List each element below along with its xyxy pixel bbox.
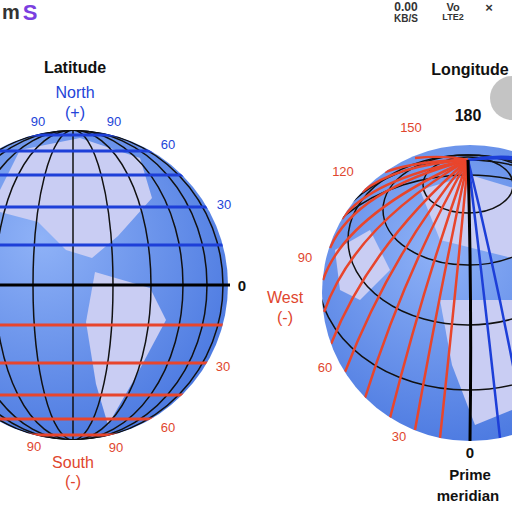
overlay-icon bbox=[490, 76, 512, 120]
degree-label: 90 bbox=[107, 115, 121, 129]
status-text: KB/S bbox=[394, 13, 418, 24]
app-icon: S bbox=[23, 1, 38, 25]
degree-label: 120 bbox=[332, 165, 354, 179]
degree-label: 90 bbox=[298, 251, 312, 265]
sign-label: (-) bbox=[277, 309, 293, 327]
status-text: × bbox=[485, 1, 493, 15]
degree-label: 30 bbox=[217, 198, 231, 212]
degree-label: 0 bbox=[238, 278, 246, 295]
status-text: Vo bbox=[446, 1, 459, 13]
globe-title: Longitude bbox=[431, 61, 508, 79]
axis-label: meridian bbox=[437, 488, 500, 505]
longitude-globe bbox=[293, 145, 512, 455]
status-text: m bbox=[2, 1, 20, 23]
degree-label: 180 bbox=[455, 107, 482, 125]
status-text: LTE2 bbox=[442, 13, 463, 23]
degree-label: 90 bbox=[27, 440, 41, 454]
hemisphere-label: South bbox=[52, 454, 94, 472]
sign-label: (-) bbox=[65, 473, 81, 491]
degree-label: 90 bbox=[109, 441, 123, 455]
globe-title: Latitude bbox=[44, 59, 106, 77]
latitude-globe bbox=[0, 120, 240, 450]
sign-label: (+) bbox=[65, 104, 85, 122]
degree-label: 60 bbox=[318, 361, 332, 375]
degree-label: 60 bbox=[161, 138, 175, 152]
status-text: 0.00 bbox=[394, 1, 417, 14]
degree-label: 0 bbox=[466, 445, 474, 462]
degree-label: 150 bbox=[400, 121, 422, 135]
degree-label: 30 bbox=[216, 360, 230, 374]
hemisphere-label: North bbox=[55, 84, 94, 102]
hemisphere-label: West bbox=[267, 289, 303, 307]
degree-label: 60 bbox=[161, 421, 175, 435]
degree-label: 30 bbox=[392, 430, 406, 444]
axis-label: Prime bbox=[449, 467, 491, 484]
degree-label: 90 bbox=[31, 115, 45, 129]
